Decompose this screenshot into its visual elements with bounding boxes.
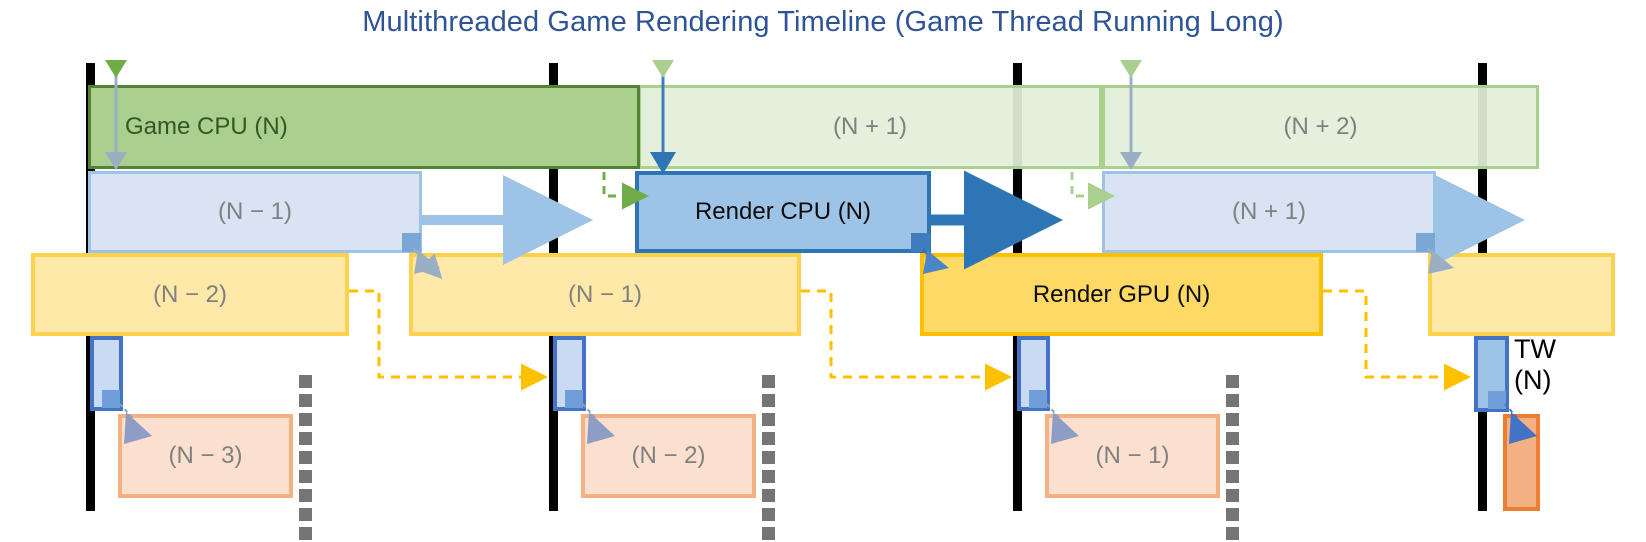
timewarp-frame-n[interactable] — [1503, 414, 1540, 511]
game-cpu-block-n-plus-2[interactable]: (N + 2) — [1102, 85, 1539, 169]
page-title: Multithreaded Game Rendering Timeline (G… — [362, 6, 1284, 38]
render-gpu-block-label: (N − 2) — [152, 280, 227, 308]
render-cpu-corner-nub — [1416, 233, 1435, 252]
timewarp-corner-nub — [102, 390, 120, 408]
game-to-render-handoff-1 — [602, 172, 649, 210]
render-cpu-block-label: (N + 1) — [1231, 198, 1306, 225]
render-cpu-block-label: (N − 1) — [217, 198, 292, 225]
ellipsis-marker-2 — [762, 375, 775, 542]
ellipsis-marker-3 — [1226, 375, 1239, 542]
render-cpu-block-label: Render CPU (N) — [694, 198, 872, 225]
ellipsis-marker-1 — [299, 375, 312, 542]
timewarp-side-label-line1: TW — [1514, 334, 1556, 364]
render-cpu-block-n-plus-1[interactable]: (N + 1) — [1102, 171, 1436, 253]
render-gpu-block-label: Render GPU (N) — [1032, 280, 1211, 308]
timewarp-side-label: TW (N) — [1514, 334, 1556, 396]
timewarp-slot-n-minus-3[interactable] — [90, 336, 123, 411]
timewarp-frame-label: (N − 1) — [1095, 442, 1170, 469]
render-cpu-corner-nub — [911, 233, 930, 252]
timewarp-slot-n[interactable] — [1474, 336, 1509, 412]
timewarp-frame-n-minus-1[interactable]: (N − 1) — [1045, 414, 1220, 498]
timewarp-frame-label: (N − 2) — [631, 442, 706, 469]
render-gpu-block-n-minus-1[interactable]: (N − 1) — [409, 253, 801, 336]
game-cpu-block-n-plus-1[interactable]: (N + 1) — [638, 85, 1102, 169]
timewarp-corner-nub — [565, 390, 583, 408]
game-cpu-block-n[interactable]: Game CPU (N) — [88, 85, 640, 169]
render-gpu-block-next[interactable] — [1428, 253, 1615, 336]
timewarp-corner-nub — [1029, 390, 1047, 408]
game-cpu-block-label: Game CPU (N) — [125, 113, 288, 140]
render-gpu-block-n[interactable]: Render GPU (N) — [920, 253, 1323, 336]
timewarp-slot-n-minus-2[interactable] — [553, 336, 586, 411]
game-to-render-handoff-2 — [1070, 172, 1115, 210]
game-cpu-block-label: (N + 2) — [1283, 113, 1358, 140]
timewarp-side-label-line2: (N) — [1514, 365, 1552, 396]
render-gpu-block-n-minus-2[interactable]: (N − 2) — [31, 253, 349, 336]
render-cpu-block-n[interactable]: Render CPU (N) — [635, 171, 931, 253]
render-cpu-block-n-minus-1[interactable]: (N − 1) — [88, 171, 422, 253]
game-cpu-block-label: (N + 1) — [832, 113, 907, 140]
timewarp-frame-n-minus-2[interactable]: (N − 2) — [581, 414, 756, 498]
render-gpu-block-label: (N − 1) — [567, 280, 642, 308]
render-cpu-corner-nub — [402, 233, 421, 252]
timewarp-corner-nub — [1488, 391, 1506, 409]
timewarp-frame-n-minus-3[interactable]: (N − 3) — [118, 414, 293, 498]
timewarp-slot-n-minus-1[interactable] — [1017, 336, 1050, 411]
timewarp-frame-label: (N − 3) — [168, 442, 243, 469]
